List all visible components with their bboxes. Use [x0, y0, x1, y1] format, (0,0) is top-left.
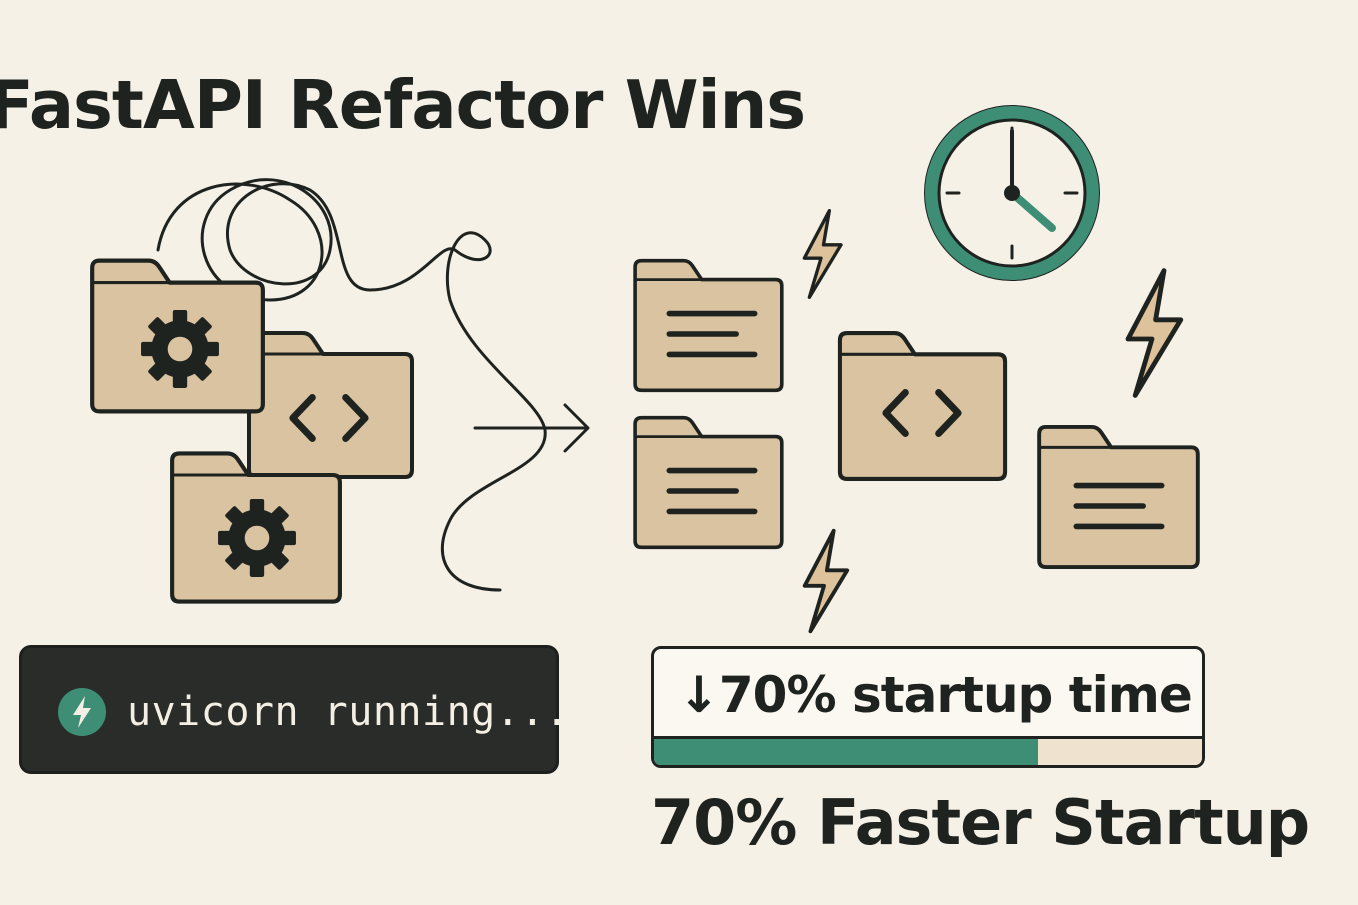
before-folder-code — [247, 331, 414, 479]
lightning-icon — [58, 688, 106, 736]
startup-metric-label: ↓70% startup time — [678, 666, 1193, 724]
after-folder-lines-bottom — [635, 418, 782, 548]
summary-caption: 70% Faster Startup — [651, 786, 1310, 859]
lightning-icon — [1128, 271, 1181, 396]
before-folder-gear-top — [92, 261, 263, 412]
after-folder-lines-top — [635, 261, 782, 391]
terminal-status-text: uvicorn running... — [127, 689, 570, 735]
after-folder-code — [840, 333, 1005, 479]
before-folder-gear-bottom — [172, 453, 340, 601]
gear-icon — [141, 310, 219, 388]
tangled-line — [156, 178, 547, 592]
after-folder-lines-right — [1039, 427, 1198, 567]
lightning-icon — [802, 528, 850, 634]
startup-progress-track — [654, 736, 1202, 765]
gear-icon — [218, 499, 296, 577]
startup-metric-card: ↓70% startup time — [651, 646, 1205, 768]
arrow-right-icon — [473, 403, 590, 453]
terminal-panel: uvicorn running... — [19, 645, 569, 774]
clock-icon — [924, 105, 1100, 281]
lightning-icon — [802, 208, 843, 300]
startup-progress-fill — [654, 739, 1038, 765]
page-title: FastAPI Refactor Wins — [0, 66, 806, 144]
